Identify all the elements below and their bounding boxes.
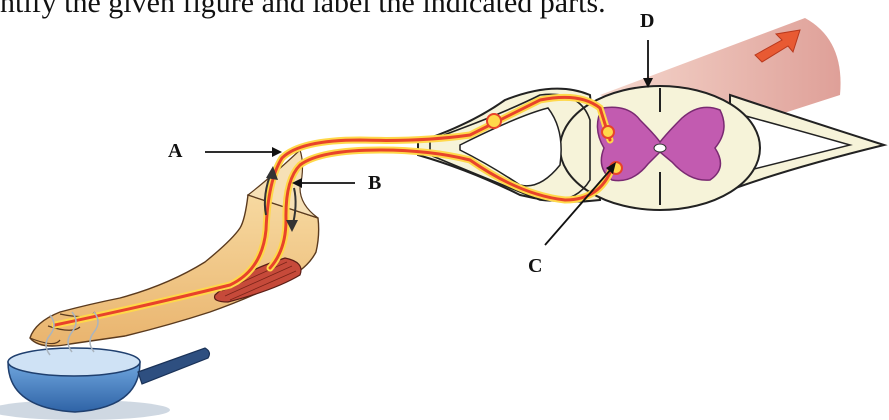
central-canal bbox=[654, 144, 666, 152]
pan-rim bbox=[8, 348, 140, 376]
label-c: C bbox=[528, 255, 542, 278]
label-a: A bbox=[168, 140, 182, 163]
sensory-cell-body bbox=[487, 114, 501, 128]
label-b: B bbox=[368, 172, 381, 195]
interneuron-synapse-1 bbox=[602, 126, 614, 138]
label-d: D bbox=[640, 10, 654, 33]
pan-handle bbox=[138, 348, 209, 384]
